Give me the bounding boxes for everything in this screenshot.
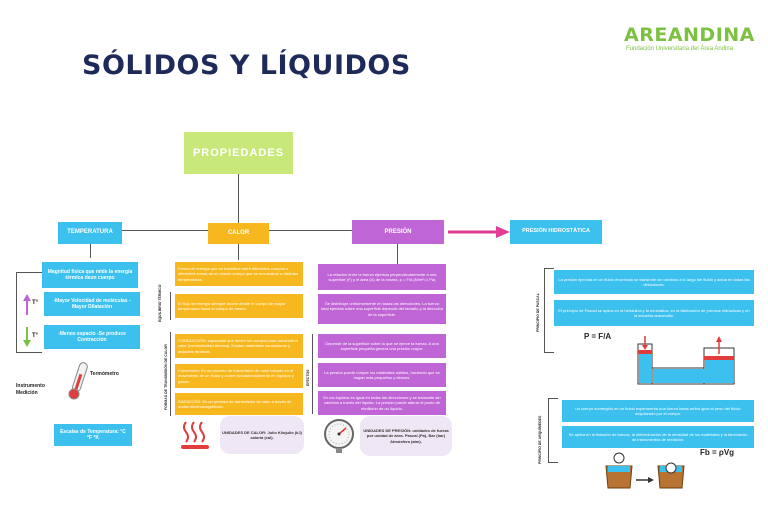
calor-conduccion: CONDUCCIÓN: capacidad que tienen los cue… (175, 334, 303, 358)
pressure-gauge-icon (324, 419, 354, 453)
archimedes-icon (605, 452, 685, 489)
thermometer-label: Termómetro (90, 371, 119, 377)
arquimedes-bracket-top (548, 398, 558, 399)
temperature-down-sign: T° (32, 333, 39, 339)
presion-connector (397, 244, 398, 264)
calor-node: CALOR (208, 223, 269, 244)
temperatura-bracket-vertical (16, 272, 17, 352)
logo-subtitle: Fundación Universitaria del Área Andina (626, 46, 734, 52)
hidrostatica-node: PRESIÓN HIDROSTÁTICA (510, 220, 602, 244)
temperatura-decrease: -Menos espacio -Se produce Contracción (44, 325, 140, 349)
transmision-bracket (170, 332, 171, 416)
temperatura-connector (90, 238, 91, 258)
pascal-bracket-bottom (544, 352, 554, 353)
arquimedes-application: Se aplica en la flotación de barcos, la … (562, 426, 754, 448)
logo-text: AREANDINA (624, 24, 755, 46)
up-arrow-icon (23, 294, 31, 315)
pascal-formula: P = F/A (584, 332, 612, 341)
calor-flow: El flujo de energía siempre ocurre desde… (175, 294, 303, 318)
root-connector-vertical (238, 174, 239, 230)
presion-definition: La relación entre la fuerza ejercida per… (318, 264, 446, 290)
arrow-to-hidrostatica (448, 226, 510, 238)
presion-effect-1: Depende de la superficie sobre la que se… (318, 334, 446, 358)
calor-conveccion: Convección: Es un proceso de transmisión… (175, 364, 303, 388)
presion-units: UNIDADES DE PRESIÓN: unidades de fuerza … (360, 416, 452, 456)
temperatura-increase: -Mayor Velocidad de moléculas -Mayor Dil… (44, 292, 140, 316)
pascal-bracket-top (544, 268, 554, 269)
presion-effect-2: La presión puede romper los materiales s… (318, 363, 446, 387)
temperature-scales: Escalas de Temperatura: °C °F °K (54, 424, 132, 446)
calor-units: UNIDADES DE CALOR: Julio Kilojulio (kJ) … (220, 416, 304, 454)
down-arrow-icon (23, 327, 31, 347)
arquimedes-bracket-bottom (548, 462, 558, 463)
page-title: SÓLIDOS Y LÍQUIDOS (82, 50, 411, 81)
temperature-up-sign: T° (32, 300, 39, 306)
presion-effect-3: En los líquidos es igual en todas las di… (318, 391, 446, 415)
arquimedes-label: PRINCIPIO DE ARQUÍMEDES (538, 415, 542, 464)
root-node: PROPIEDADES (184, 132, 293, 174)
presion-node: PRESIÓN (352, 220, 444, 244)
temperatura-definition: Magnitud física que mide la energía térm… (42, 262, 138, 288)
hydraulic-press-icon (637, 336, 735, 385)
presion-distribution: Se distribuye uniformemente en todas las… (318, 294, 446, 324)
heat-icon (181, 421, 209, 449)
temperatura-bracket-top (16, 272, 42, 273)
efectos-bracket (312, 334, 313, 414)
calor-connector (238, 244, 239, 260)
arquimedes-statement: un cuerpo sumergido en un fluido experim… (562, 400, 754, 422)
calor-radiacion: RADIACIÓN: Es un proceso de transmisión … (175, 393, 303, 415)
pascal-bracket-vertical (544, 268, 545, 352)
pascal-label: PRINCIPIO DE PASCAL (536, 293, 540, 332)
efectos-label: EFECTOS (306, 369, 310, 386)
calor-definition: Forma de energía que se transfiere entre… (175, 262, 303, 286)
pascal-application: El principio de Pascal se aplica en la h… (554, 300, 754, 326)
thermometer-icon (68, 362, 88, 400)
pascal-statement: La presión ejercida en un fluido encerra… (554, 270, 754, 294)
temperatura-bracket-bottom (16, 352, 42, 353)
equilibrio-bracket (170, 292, 171, 320)
transmision-label: FORMAS DE TRANSMISIÓN DE CALOR (164, 344, 168, 410)
temperatura-node: TEMPERATURA (58, 222, 122, 244)
instrument-label: Instrumento Medición (16, 383, 45, 396)
arquimedes-formula: Fb = ρVg (700, 448, 735, 457)
equilibrio-label: EQUILIBRIO TÉRMICO (158, 284, 162, 322)
arquimedes-bracket-vertical (548, 398, 549, 462)
